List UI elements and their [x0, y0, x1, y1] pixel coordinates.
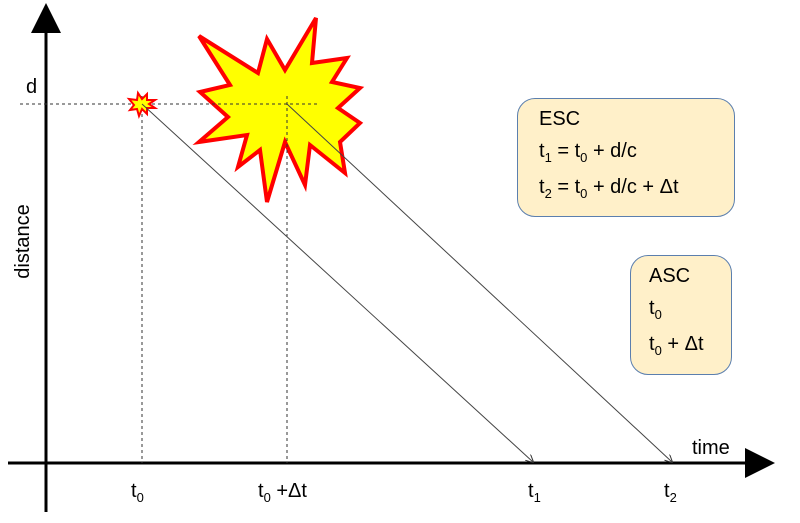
tick-t0: t0	[131, 480, 144, 505]
esc-title: ESC	[539, 108, 581, 130]
tick-sub: 2	[669, 490, 677, 505]
asc-box: ASC t0 t0 + Δt	[630, 255, 732, 375]
large-burst-icon	[192, 16, 365, 203]
signal-path-1	[141, 103, 533, 462]
tick-base: t	[131, 480, 137, 502]
esc-line-2: t2 = t0 + d/c + Δt	[539, 176, 679, 201]
asc-line-2: t0 + Δt	[649, 333, 704, 358]
tick-suffix: +Δt	[270, 480, 307, 502]
x-axis-label: time	[692, 437, 730, 459]
asc-line-1: t0	[649, 297, 662, 322]
tick-t1: t1	[528, 480, 541, 505]
esc-line-1: t1 = t0 + d/c	[539, 140, 637, 165]
asc-title: ASC	[649, 265, 691, 287]
tick-t2: t2	[664, 480, 677, 505]
tick-sub: 1	[533, 490, 541, 505]
tick-base: t	[664, 480, 670, 502]
y-axis-label: distance	[11, 204, 34, 279]
d-label: d	[26, 76, 38, 98]
signal-path-2	[286, 103, 672, 462]
esc-box: ESC t1 = t0 + d/c t2 = t0 + d/c + Δt	[517, 98, 735, 217]
tick-base: t	[528, 480, 534, 502]
tick-t0-dt: t0 +Δt	[258, 480, 307, 505]
tick-base: t	[258, 480, 264, 502]
tick-sub: 0	[136, 490, 144, 505]
tick-sub: 0	[263, 490, 271, 505]
